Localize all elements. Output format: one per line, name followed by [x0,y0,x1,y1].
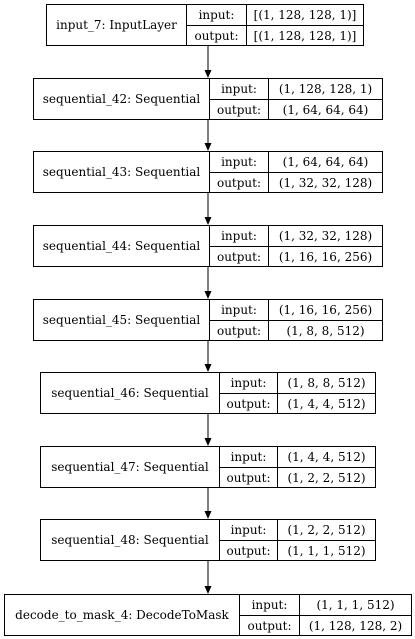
output-shape: [(1, 128, 128, 1)] [253,28,357,43]
input-label: input: [210,300,269,320]
node-name: sequential_43: Sequential [34,152,210,192]
input-shape: (1, 2, 2, 512) [287,523,366,537]
node-name: sequential_44: Sequential [34,226,210,266]
node-name: input_7: InputLayer [47,5,187,45]
input-shape: [(1, 128, 128, 1)] [253,8,357,22]
output-label: output: [240,616,300,635]
output-row: output: (1, 32, 32, 128) [210,172,382,192]
node-ports: input: (1, 8, 8, 512) output: (1, 4, 4, … [220,373,375,413]
output-shape: (1, 1, 1, 512) [287,543,366,558]
output-shape: (1, 4, 4, 512) [287,396,366,411]
arrowhead [204,143,212,151]
node-name: sequential_48: Sequential [41,520,220,560]
output-label: output: [210,100,269,119]
arrowhead [204,291,212,299]
output-shape: (1, 2, 2, 512) [287,470,366,485]
node-sequential-48: sequential_48: Sequential input: (1, 2, … [40,519,376,561]
node-name: sequential_46: Sequential [41,373,220,413]
arrowhead [204,364,212,372]
input-shape: (1, 64, 64, 64) [282,155,369,169]
input-row: input: (1, 64, 64, 64) [210,152,382,172]
input-shape: (1, 1, 1, 512) [316,598,395,612]
node-input-7: input_7: InputLayer input: [(1, 128, 128… [46,4,364,46]
input-row: input: (1, 128, 128, 1) [210,79,382,99]
output-shape: (1, 64, 64, 64) [282,102,369,117]
output-shape: (1, 8, 8, 512) [286,323,365,338]
output-label: output: [220,541,278,560]
input-label: input: [220,373,278,393]
output-label: output: [187,26,247,45]
node-sequential-47: sequential_47: Sequential input: (1, 4, … [40,446,376,488]
node-sequential-42: sequential_42: Sequential input: (1, 128… [33,78,383,120]
node-ports: input: (1, 4, 4, 512) output: (1, 2, 2, … [220,447,375,487]
input-label: input: [220,447,278,467]
input-label: input: [210,79,269,99]
output-row: output: [(1, 128, 128, 1)] [187,25,363,45]
output-shape: (1, 128, 128, 2) [308,618,403,633]
node-name: sequential_42: Sequential [34,79,210,119]
node-decode-to-mask-4: decode_to_mask_4: DecodeToMask input: (1… [4,594,412,636]
node-ports: input: (1, 1, 1, 512) output: (1, 128, 1… [240,595,411,635]
node-ports: input: (1, 128, 128, 1) output: (1, 64, … [210,79,382,119]
output-label: output: [210,321,269,340]
output-row: output: (1, 64, 64, 64) [210,99,382,119]
arrowhead [204,438,212,446]
output-row: output: (1, 128, 128, 2) [240,615,411,635]
node-ports: input: (1, 64, 64, 64) output: (1, 32, 3… [210,152,382,192]
input-label: input: [240,595,300,615]
input-label: input: [210,226,269,246]
output-row: output: (1, 1, 1, 512) [220,540,375,560]
input-row: input: (1, 4, 4, 512) [220,447,375,467]
node-sequential-44: sequential_44: Sequential input: (1, 32,… [33,225,383,267]
node-sequential-46: sequential_46: Sequential input: (1, 8, … [40,372,376,414]
node-ports: input: (1, 32, 32, 128) output: (1, 16, … [210,226,382,266]
input-label: input: [220,520,278,540]
output-shape: (1, 32, 32, 128) [278,175,373,190]
output-label: output: [220,468,278,487]
output-row: output: (1, 4, 4, 512) [220,393,375,413]
input-label: input: [210,152,269,172]
arrowhead [204,70,212,78]
arrowhead [204,217,212,225]
input-shape: (1, 16, 16, 256) [278,303,373,317]
node-ports: input: [(1, 128, 128, 1)] output: [(1, 1… [187,5,363,45]
node-name: sequential_45: Sequential [34,300,210,340]
output-shape: (1, 16, 16, 256) [278,249,373,264]
input-row: input: (1, 1, 1, 512) [240,595,411,615]
input-label: input: [187,5,247,25]
input-shape: (1, 8, 8, 512) [287,376,366,390]
arrowhead [204,511,212,519]
input-shape: (1, 128, 128, 1) [278,82,373,96]
output-label: output: [210,247,269,266]
output-row: output: (1, 2, 2, 512) [220,467,375,487]
node-ports: input: (1, 2, 2, 512) output: (1, 1, 1, … [220,520,375,560]
output-row: output: (1, 16, 16, 256) [210,246,382,266]
output-label: output: [210,173,269,192]
node-name: sequential_47: Sequential [41,447,220,487]
arrowhead [204,586,212,594]
node-ports: input: (1, 16, 16, 256) output: (1, 8, 8… [210,300,382,340]
output-row: output: (1, 8, 8, 512) [210,320,382,340]
input-row: input: [(1, 128, 128, 1)] [187,5,363,25]
node-name: decode_to_mask_4: DecodeToMask [5,595,240,635]
input-shape: (1, 4, 4, 512) [287,450,366,464]
input-row: input: (1, 16, 16, 256) [210,300,382,320]
output-label: output: [220,394,278,413]
node-sequential-45: sequential_45: Sequential input: (1, 16,… [33,299,383,341]
input-row: input: (1, 8, 8, 512) [220,373,375,393]
node-sequential-43: sequential_43: Sequential input: (1, 64,… [33,151,383,193]
input-shape: (1, 32, 32, 128) [278,229,373,243]
input-row: input: (1, 32, 32, 128) [210,226,382,246]
input-row: input: (1, 2, 2, 512) [220,520,375,540]
